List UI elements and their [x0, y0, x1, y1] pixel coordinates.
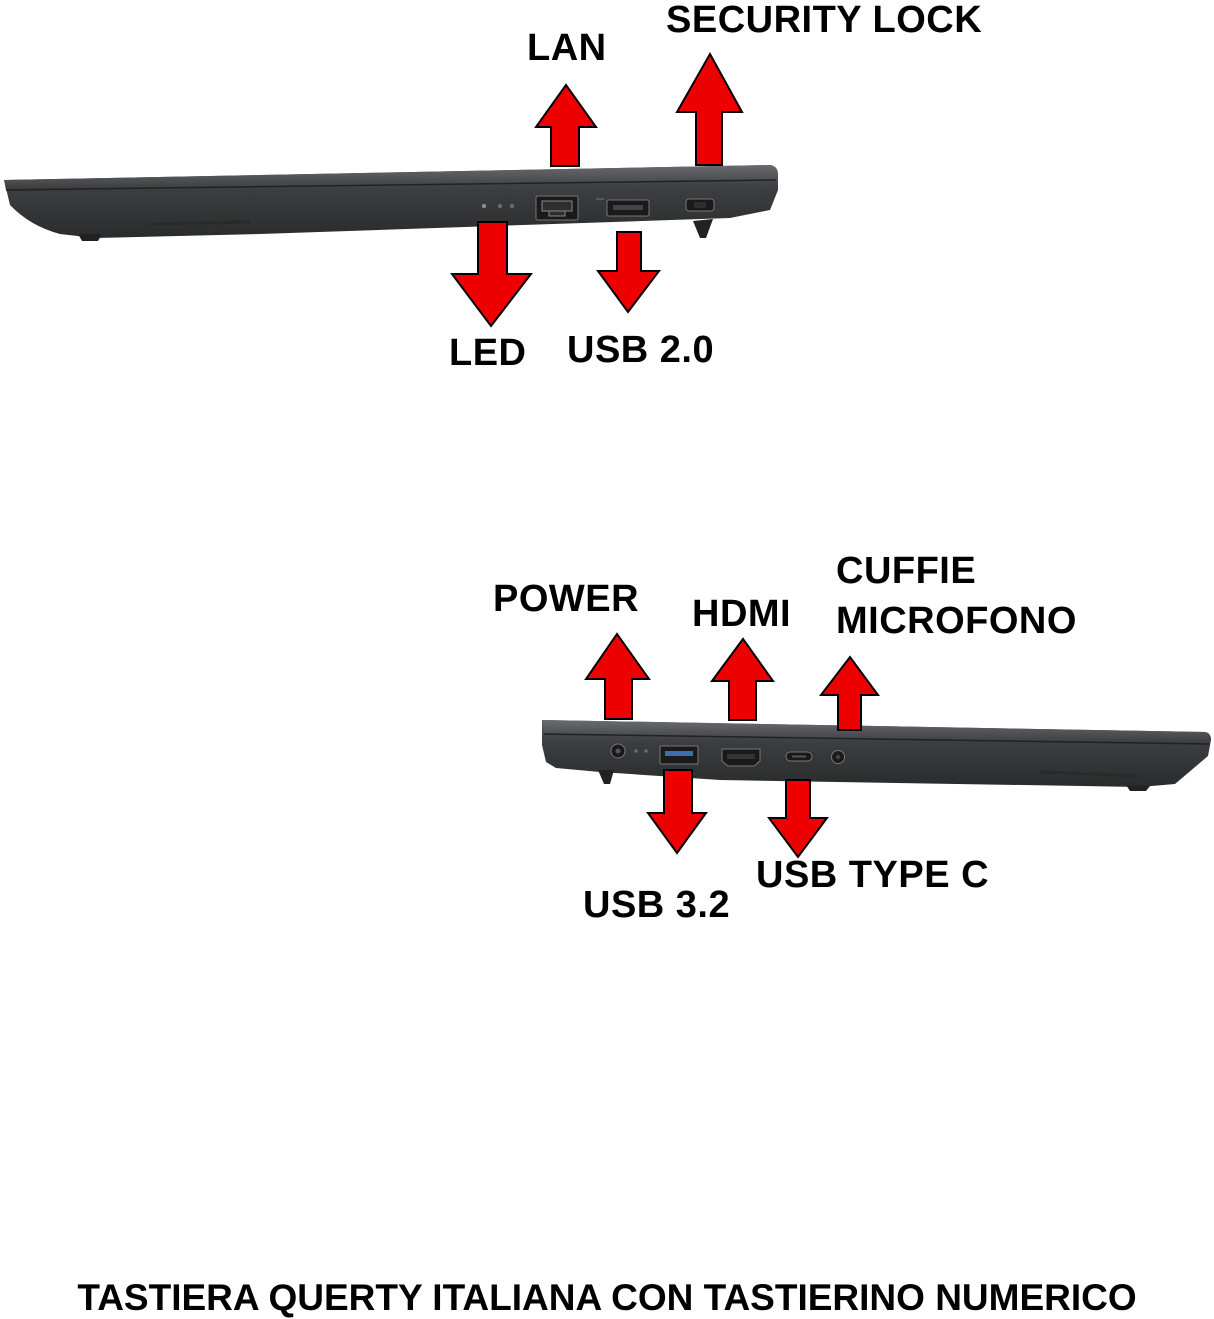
- usb2-port: [596, 198, 650, 217]
- hdmi-arrow-up: [710, 637, 775, 721]
- security-lock-slot: [685, 198, 715, 212]
- led-arrow-down: [450, 221, 534, 328]
- security-lock-arrow-up: [675, 51, 744, 166]
- usbc-arrow-down: [767, 779, 829, 859]
- audio-arrow-up: [818, 655, 880, 731]
- power-label: POWER: [493, 578, 640, 620]
- usb2-label: USB 2.0: [567, 329, 715, 371]
- hdmi-label: HDMI: [692, 593, 792, 635]
- laptop-left-side: [4, 165, 778, 241]
- hdmi-port: [721, 748, 761, 767]
- audio-label-line2: MICROFONO: [836, 600, 1077, 642]
- usb32-port: [659, 745, 699, 765]
- usbc-port: [785, 751, 813, 762]
- usb2-arrow-down: [596, 231, 662, 314]
- audio-jack: [831, 750, 845, 764]
- usb32-arrow-down: [646, 769, 708, 855]
- usb32-label: USB 3.2: [583, 884, 731, 926]
- footer-caption: TASTIERA QUERTY ITALIANA CON TASTIERINO …: [77, 1277, 1137, 1318]
- lan-arrow-up: [534, 83, 598, 167]
- usbc-label: USB TYPE C: [756, 854, 990, 896]
- arrows: [450, 51, 880, 859]
- led-label: LED: [449, 332, 527, 374]
- audio-label-line1: CUFFIE: [836, 550, 977, 592]
- lan-port: [535, 195, 579, 221]
- power-arrow-up: [584, 632, 651, 720]
- security-lock-label: SECURITY LOCK: [666, 0, 983, 41]
- led-indicator: [481, 203, 487, 209]
- lan-label: LAN: [527, 27, 607, 69]
- laptop-right-side: [542, 720, 1211, 791]
- power-jack: [610, 743, 648, 759]
